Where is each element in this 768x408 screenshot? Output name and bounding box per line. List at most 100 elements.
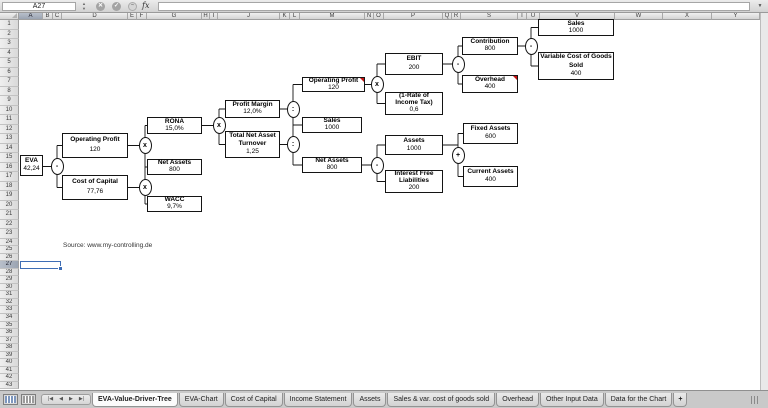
row-header-13[interactable]: 13: [0, 134, 19, 144]
column-header-C[interactable]: C: [53, 13, 62, 20]
row-header-14[interactable]: 14: [0, 143, 19, 153]
column-header-E[interactable]: E: [128, 13, 137, 20]
column-header-N[interactable]: N: [365, 13, 374, 20]
next-sheet-icon[interactable]: ▶: [69, 396, 73, 402]
row-header-10[interactable]: 10: [0, 105, 19, 115]
prev-sheet-icon[interactable]: ◀: [59, 396, 64, 402]
row-header-16[interactable]: 16: [0, 162, 19, 172]
sheet-tab-7[interactable]: Other Input Data: [539, 393, 604, 407]
row-header-6[interactable]: 6: [0, 67, 19, 77]
select-all-corner[interactable]: [0, 13, 19, 20]
column-header-F[interactable]: F: [137, 13, 147, 20]
row-header-38[interactable]: 38: [0, 344, 19, 352]
row-header-5[interactable]: 5: [0, 58, 19, 68]
row-header-15[interactable]: 15: [0, 153, 19, 163]
row-header-3[interactable]: 3: [0, 39, 19, 49]
row-header-28[interactable]: 28: [0, 268, 19, 277]
row-header-36[interactable]: 36: [0, 329, 19, 337]
formula-bar-dropdown-icon[interactable]: ▼: [757, 3, 763, 9]
entry-icon[interactable]: ~: [128, 2, 137, 11]
accept-icon[interactable]: ✓: [112, 2, 121, 11]
sheet-tab-0[interactable]: EVA-Value-Driver-Tree: [92, 393, 178, 407]
page-layout-view-icon[interactable]: [21, 394, 36, 405]
cell-name-box[interactable]: A27: [2, 2, 76, 11]
row-header-7[interactable]: 7: [0, 77, 19, 87]
column-header-P[interactable]: P: [384, 13, 443, 20]
column-header-Y[interactable]: Y: [712, 13, 760, 20]
column-header-R[interactable]: R: [452, 13, 461, 20]
column-header-S[interactable]: S: [461, 13, 518, 20]
row-header-20[interactable]: 20: [0, 200, 19, 210]
name-box-stepper-icon[interactable]: ▲▼: [82, 1, 86, 11]
column-header-W[interactable]: W: [615, 13, 663, 20]
column-header-X[interactable]: X: [663, 13, 712, 20]
resize-grip-icon[interactable]: [751, 396, 758, 404]
row-header-33[interactable]: 33: [0, 306, 19, 314]
row-header-23[interactable]: 23: [0, 229, 19, 239]
sheet-tab-1[interactable]: EVA-Chart: [178, 393, 224, 407]
last-sheet-icon[interactable]: ▶|: [78, 396, 85, 402]
normal-view-icon[interactable]: [3, 394, 18, 405]
cancel-icon[interactable]: ✕: [96, 2, 105, 11]
row-header-43[interactable]: 43: [0, 381, 19, 390]
row-header-11[interactable]: 11: [0, 115, 19, 125]
vertical-scrollbar[interactable]: [760, 13, 768, 390]
row-header-24[interactable]: 24: [0, 238, 19, 247]
formula-input[interactable]: [158, 2, 750, 11]
add-sheet-tab[interactable]: +: [673, 393, 688, 407]
row-header-27[interactable]: 27: [0, 261, 19, 269]
row-header-9[interactable]: 9: [0, 96, 19, 106]
row-header-26[interactable]: 26: [0, 253, 19, 262]
first-sheet-icon[interactable]: |◀: [48, 396, 54, 402]
row-header-18[interactable]: 18: [0, 181, 19, 191]
sheet-tab-6[interactable]: Overhead: [496, 393, 539, 407]
sheet-tab-2[interactable]: Cost of Capital: [224, 393, 283, 407]
row-header-39[interactable]: 39: [0, 351, 19, 360]
column-header-G[interactable]: G: [147, 13, 202, 20]
row-header-8[interactable]: 8: [0, 86, 19, 96]
row-header-29[interactable]: 29: [0, 276, 19, 284]
row-header-2[interactable]: 2: [0, 29, 19, 39]
column-header-B[interactable]: B: [43, 13, 53, 20]
row-header-41[interactable]: 41: [0, 366, 19, 375]
column-header-A[interactable]: A: [19, 13, 43, 20]
row-header-31[interactable]: 31: [0, 291, 19, 299]
row-header-12[interactable]: 12: [0, 124, 19, 134]
row-header-1[interactable]: 1: [0, 20, 19, 30]
column-header-M[interactable]: M: [300, 13, 365, 20]
column-header-K[interactable]: K: [280, 13, 290, 20]
row-header-37[interactable]: 37: [0, 336, 19, 345]
column-header-O[interactable]: O: [374, 13, 384, 20]
column-header-U[interactable]: U: [527, 13, 540, 20]
row-header-34[interactable]: 34: [0, 314, 19, 322]
row-header-4[interactable]: 4: [0, 48, 19, 58]
row-header-35[interactable]: 35: [0, 321, 19, 330]
row-header-21[interactable]: 21: [0, 210, 19, 220]
column-header-T[interactable]: T: [518, 13, 527, 20]
sheet-tab-4[interactable]: Assets: [353, 393, 387, 407]
sheet-tab-3[interactable]: Income Statement: [283, 393, 353, 407]
row-header-17[interactable]: 17: [0, 172, 19, 182]
row-header-30[interactable]: 30: [0, 283, 19, 292]
selected-cell[interactable]: [20, 261, 63, 271]
row-header-40[interactable]: 40: [0, 359, 19, 367]
